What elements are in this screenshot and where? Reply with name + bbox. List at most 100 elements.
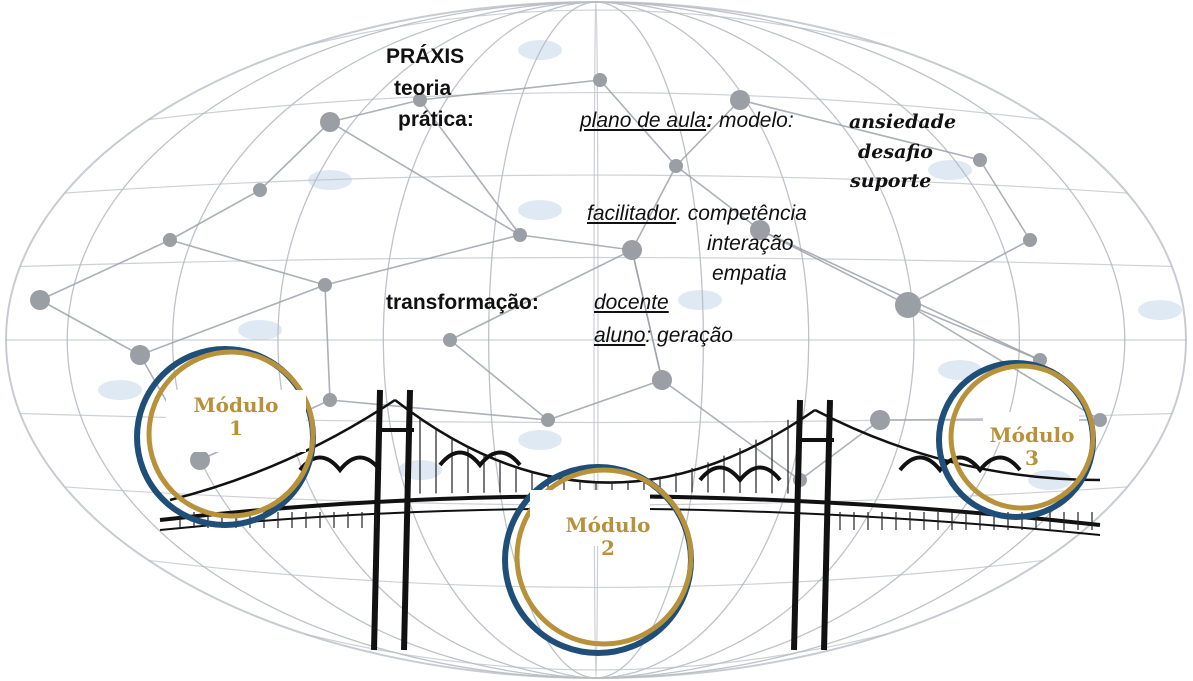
facilitador-item-interacao: interação	[707, 232, 794, 255]
network-node	[323, 393, 337, 407]
module-1-label[interactable]: Módulo 1	[166, 394, 306, 440]
network-link	[419, 79, 601, 101]
network-link	[519, 234, 633, 251]
plano-modelo-line: plano de aula: modelo:	[580, 110, 794, 131]
network-link	[979, 159, 1031, 241]
glow-blob	[1028, 470, 1072, 490]
network-node	[413, 93, 427, 107]
network-node	[130, 345, 150, 365]
module-1-label-backdrop	[166, 390, 306, 452]
network-link	[449, 339, 549, 421]
glow-blob	[518, 430, 562, 450]
pratica-label: prática:	[398, 108, 474, 131]
facilitador-line: facilitador. competência	[587, 203, 807, 224]
network-node	[669, 159, 683, 173]
network-node	[750, 220, 770, 240]
facilitador-item-empatia: empatia	[712, 262, 787, 285]
network-node	[1023, 233, 1037, 247]
glow-blob	[238, 320, 282, 340]
network-link	[329, 121, 521, 236]
glow-blob	[928, 160, 972, 180]
network-link	[259, 121, 331, 191]
network-node	[163, 233, 177, 247]
glow-blob	[678, 290, 722, 310]
network-link	[799, 419, 881, 481]
network-node	[870, 410, 890, 430]
modelo-item-desafio: desafio	[858, 141, 933, 163]
network-link	[907, 239, 1031, 306]
network-link	[675, 165, 761, 231]
network-link	[631, 165, 677, 251]
aluno-line: aluno: geração	[594, 325, 733, 346]
module-ring-gold	[948, 363, 1096, 511]
teoria-label: teoria	[394, 77, 452, 100]
bridge-cable	[169, 398, 396, 502]
network-node	[513, 228, 527, 242]
network-link	[324, 234, 521, 286]
bridge-tower	[371, 389, 383, 651]
network-link	[419, 99, 521, 236]
globe-parallel	[148, 91, 1044, 121]
module-2-label[interactable]: Módulo 2	[540, 514, 676, 560]
globe-network	[5, 1, 1187, 679]
module-2-label-backdrop	[530, 490, 650, 546]
bridge-tower	[791, 399, 803, 651]
network-link	[759, 229, 909, 306]
network-link	[324, 284, 331, 401]
globe-parallel	[64, 174, 1128, 194]
glow-blob	[1138, 300, 1182, 320]
globe-parallel	[20, 256, 1172, 268]
plano-de-aula-text: plano de aula	[580, 109, 707, 132]
network-node	[730, 90, 750, 110]
network-link	[675, 99, 741, 167]
module-2-number: 2	[601, 536, 615, 560]
network-node	[320, 112, 340, 132]
module-ring-gold	[146, 349, 316, 519]
network-link	[631, 249, 663, 381]
module-3-number: 3	[1025, 446, 1039, 470]
competencia-text: . competência	[676, 202, 807, 225]
module-3-label-backdrop	[983, 412, 1079, 442]
bridge-railing-curves	[298, 450, 1022, 484]
docente-text: docente	[594, 291, 669, 314]
network-link	[169, 239, 326, 286]
globe-parallel	[304, 633, 888, 671]
network-link	[139, 284, 326, 356]
globe-parallel	[148, 559, 1044, 589]
network-node	[190, 450, 210, 470]
network-link	[169, 189, 261, 241]
network-link	[599, 79, 677, 167]
bridge-tower	[821, 399, 833, 651]
module-3-label[interactable]: Módulo 3	[970, 424, 1094, 470]
plano-separator: :	[706, 109, 714, 132]
module-1-title: Módulo	[193, 393, 279, 417]
facilitador-text: facilitador	[587, 202, 677, 225]
network-node	[443, 333, 457, 347]
modelo-item-ansiedade: ansiedade	[849, 111, 957, 133]
module-2-title: Módulo	[565, 513, 651, 537]
modelo-item-suporte: suporte	[850, 170, 932, 192]
module-3-title: Módulo	[989, 423, 1075, 447]
praxis-title: PRÁXIS	[386, 45, 465, 68]
network-node	[652, 370, 672, 390]
network-link	[907, 304, 1041, 361]
network-node	[318, 278, 332, 292]
network-node	[622, 240, 642, 260]
glow-blob	[98, 380, 142, 400]
network-link	[39, 239, 171, 301]
transformacao-label: transformação:	[386, 291, 539, 314]
network-link	[739, 99, 981, 161]
network-link	[661, 379, 801, 481]
module-ring-gold	[514, 467, 694, 647]
network-node	[253, 183, 267, 197]
network-link	[329, 99, 421, 123]
network-link	[39, 299, 141, 356]
bridge-tower	[401, 389, 413, 651]
network-link	[547, 379, 663, 421]
network-node	[593, 73, 607, 87]
glow-blob	[518, 40, 562, 60]
modelo-text: modelo:	[713, 109, 794, 132]
geracao-text: : geração	[645, 324, 733, 347]
network-link	[449, 249, 633, 341]
